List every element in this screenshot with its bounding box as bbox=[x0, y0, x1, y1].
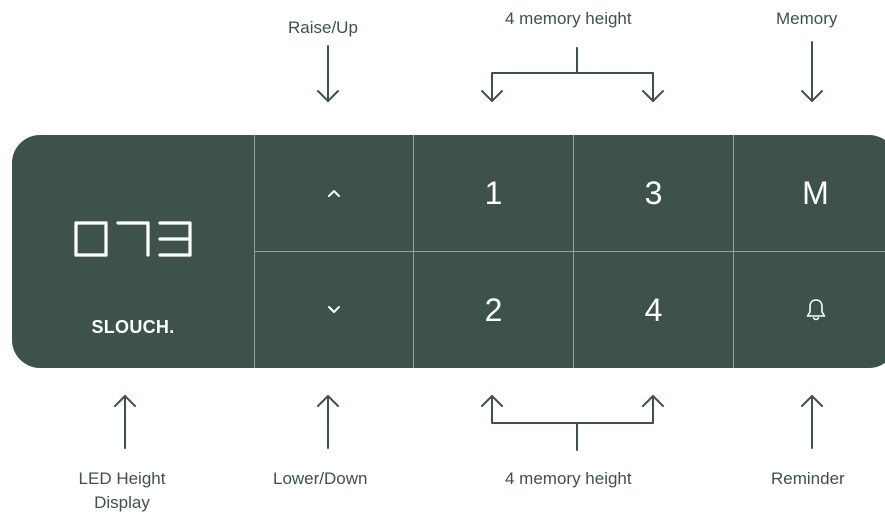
reminder-button[interactable] bbox=[734, 252, 885, 368]
reminder-label: Reminder bbox=[771, 469, 845, 488]
brand-logo-text: SLOUCH. bbox=[91, 317, 175, 337]
divider bbox=[254, 251, 885, 252]
arrow-memory bbox=[801, 41, 823, 102]
memory-2-button[interactable]: 2 bbox=[484, 291, 503, 328]
memory-4-button[interactable]: 4 bbox=[644, 291, 663, 328]
memory-set-button[interactable]: M bbox=[802, 174, 829, 211]
display-digit bbox=[74, 221, 108, 257]
arrow-raise bbox=[317, 45, 339, 102]
seven-segment-readout bbox=[74, 221, 192, 257]
display-digit bbox=[158, 221, 192, 257]
raise-button[interactable] bbox=[255, 135, 413, 251]
lower-button[interactable] bbox=[255, 252, 413, 368]
memory-height-top-label: 4 memory height bbox=[505, 9, 632, 28]
chevron-up-icon bbox=[328, 190, 340, 197]
bell-icon bbox=[806, 299, 825, 321]
arrow-led bbox=[114, 395, 136, 449]
bracket-memory-bottom bbox=[481, 395, 664, 451]
bracket-memory-top bbox=[481, 47, 664, 102]
lower-down-label: Lower/Down bbox=[273, 469, 368, 488]
raise-up-label: Raise/Up bbox=[288, 18, 358, 37]
led-height-display-label: LED Height Display bbox=[62, 467, 182, 515]
desk-control-panel: SLOUCH. 1 2 3 4 M bbox=[12, 135, 885, 368]
led-label-line2: Display bbox=[94, 493, 150, 512]
chevron-down-icon bbox=[328, 306, 340, 313]
led-label-line1: LED Height bbox=[78, 469, 166, 488]
memory-1-button[interactable]: 1 bbox=[484, 174, 503, 211]
arrow-lower bbox=[317, 395, 339, 449]
memory-height-bottom-label: 4 memory height bbox=[505, 469, 632, 488]
led-height-display: SLOUCH. bbox=[12, 135, 254, 368]
memory-3-button[interactable]: 3 bbox=[644, 174, 663, 211]
display-digit bbox=[116, 221, 150, 257]
arrow-reminder bbox=[801, 395, 823, 449]
memory-label: Memory bbox=[776, 9, 838, 28]
